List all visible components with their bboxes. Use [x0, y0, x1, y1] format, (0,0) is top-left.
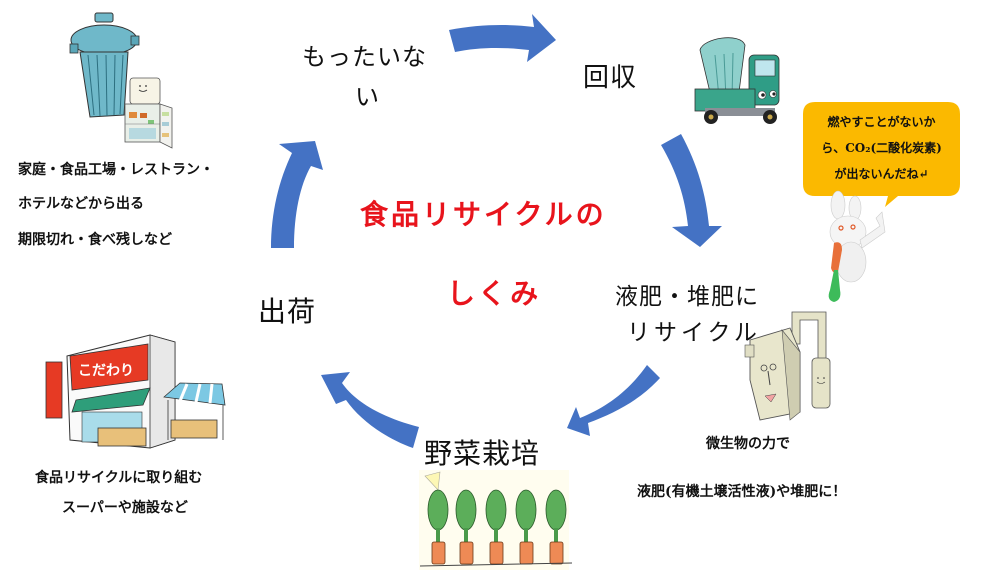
trash-can-icon	[69, 12, 140, 118]
carrot-icon	[455, 489, 477, 565]
carrot-icon	[485, 489, 507, 565]
arrow-to-mottainai	[271, 141, 323, 248]
stage-mottainai-line-1: もったいな	[302, 43, 427, 71]
microbe-caption-line-1: 微生物の力で	[706, 436, 790, 452]
stage-shipping: 出荷	[258, 295, 317, 328]
truck-icon	[694, 37, 780, 124]
stage-cultivation: 野菜栽培	[424, 437, 541, 470]
carrot-icon	[515, 489, 537, 565]
microbe-caption-line-2: 液肥(有機土壌活性液)や堆肥に！	[637, 484, 847, 500]
speech-bubble-bg	[803, 102, 960, 207]
store-icon: こだわり	[45, 334, 226, 449]
store-caption-line-2: スーパーや施設など	[62, 500, 188, 516]
fridge-icon	[124, 77, 173, 149]
stage-recycle-line-1: 液肥・堆肥に	[615, 284, 759, 310]
diagram-title-line-2: しくみ	[447, 277, 542, 310]
composter-icon	[744, 311, 831, 421]
stage-recycle-line-2: リサイクル	[627, 320, 761, 346]
source-caption-line-1: 家庭・食品工場・レストラン・	[18, 162, 214, 178]
diagram-title-line-1: 食品リサイクルの	[360, 198, 607, 231]
carrots-icon	[419, 470, 573, 570]
speech-bubble-text: 燃やすことがないか ら、CO₂(二酸化炭素) が出ないんだね↵	[803, 109, 960, 187]
carrot-icon	[545, 489, 567, 565]
speech-bubble-line-1: 燃やすことがないか	[827, 115, 936, 129]
source-caption-line-3: 期限切れ・食べ残しなど	[18, 232, 172, 248]
speech-bubble-line-2: ら、CO₂(二酸化炭素)	[821, 141, 942, 155]
svg-text:こだわり: こだわり	[78, 363, 134, 379]
stage-mottainai-line-2: い	[355, 83, 380, 111]
stage-collection: 回収	[583, 63, 638, 93]
arrow-to-recycle	[661, 134, 722, 247]
arrow-to-cultivation	[567, 365, 660, 436]
arrow-to-collection	[449, 14, 556, 62]
speech-bubble-line-3: が出ないんだね↵	[834, 167, 929, 181]
store-caption-line-1: 食品リサイクルに取り組む	[35, 470, 203, 486]
carrot-icon	[427, 489, 449, 565]
source-caption-line-2: ホテルなどから出る	[18, 196, 144, 212]
arrow-to-shipping	[321, 372, 419, 448]
rabbit-icon	[828, 190, 886, 302]
